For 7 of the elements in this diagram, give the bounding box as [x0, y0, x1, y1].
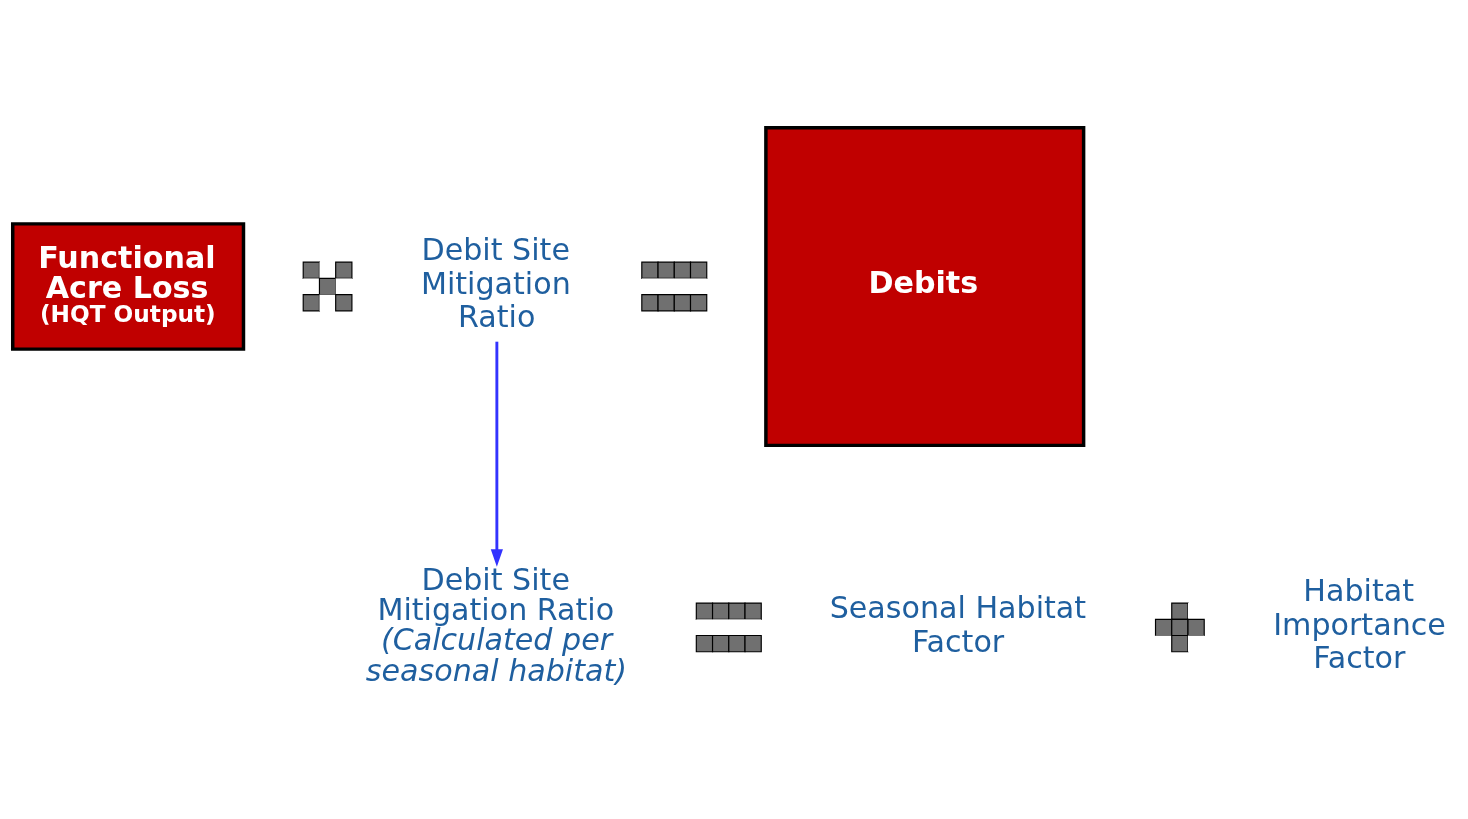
- node-box: Functional Acre Loss (HQT Output): [11, 221, 246, 351]
- node-text: Seasonal Habitat Factor: [829, 589, 1087, 659]
- node-text: Habitat Importance Factor: [1273, 572, 1446, 675]
- arrow: [490, 341, 503, 567]
- node-box: Debits: [764, 125, 1086, 447]
- node-text: Debit Site Mitigation Ratio: [420, 231, 571, 334]
- node-text: Debit Site Mitigation Ratio (Calculated per seasonal habitat): [365, 561, 628, 688]
